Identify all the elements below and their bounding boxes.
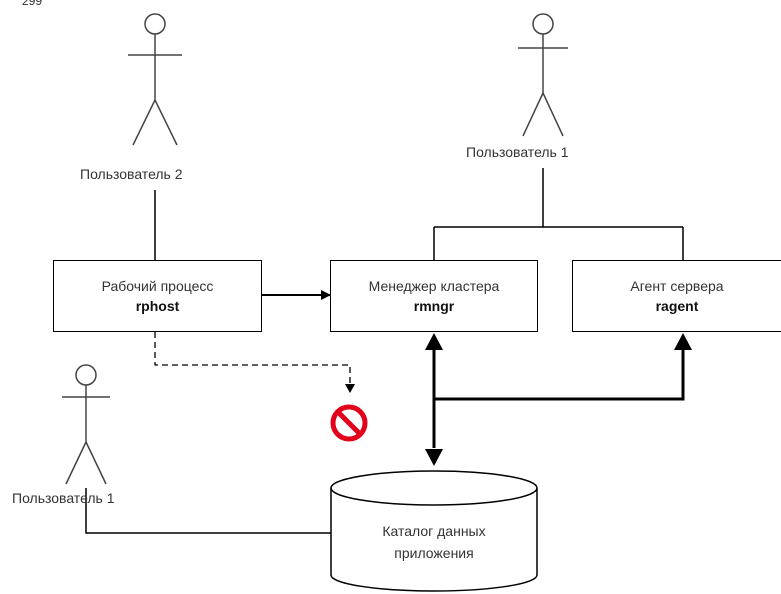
corner-text: 299 <box>22 0 43 8</box>
actor-user1-top-label: Пользователь 1 <box>466 144 569 160</box>
process-rphost-title: Рабочий процесс <box>101 278 214 294</box>
connector-user1-tree <box>433 168 684 260</box>
actor-user2-figure <box>128 13 182 146</box>
actor-user2-label: Пользователь 2 <box>80 166 183 182</box>
actor-user1-top-figure <box>518 13 568 137</box>
no-entry-icon <box>330 404 368 442</box>
arrow-head-down-db <box>425 449 443 466</box>
process-rphost-name: rphost <box>135 298 180 314</box>
arrow-head-up-rmngr <box>425 333 443 350</box>
connector-user1-database <box>85 488 331 534</box>
process-rmngr-name: rmngr <box>413 298 455 314</box>
dashed-blocked-path <box>154 332 351 384</box>
actor-user1-bottom-label: Пользователь 1 <box>12 490 115 506</box>
database-label-line2: приложения <box>394 545 474 561</box>
process-rmngr[interactable]: Менеджер кластера rmngr <box>330 260 538 332</box>
arrow-db-ragent <box>434 350 685 401</box>
database-label: Каталог данных приложения <box>331 520 537 564</box>
process-ragent-name: ragent <box>655 298 699 314</box>
process-rmngr-title: Менеджер кластера <box>368 278 500 294</box>
database-label-line1: Каталог данных <box>382 523 486 539</box>
arrow-head-up-ragent <box>674 333 692 350</box>
process-rphost[interactable]: Рабочий процесс rphost <box>53 260 262 332</box>
process-ragent[interactable]: Агент сервера ragent <box>572 260 781 332</box>
actor-user1-bottom-figure <box>62 364 110 485</box>
dashed-arrow-head <box>345 384 355 393</box>
process-ragent-title: Агент сервера <box>630 278 724 294</box>
database-cylinder <box>330 470 538 592</box>
